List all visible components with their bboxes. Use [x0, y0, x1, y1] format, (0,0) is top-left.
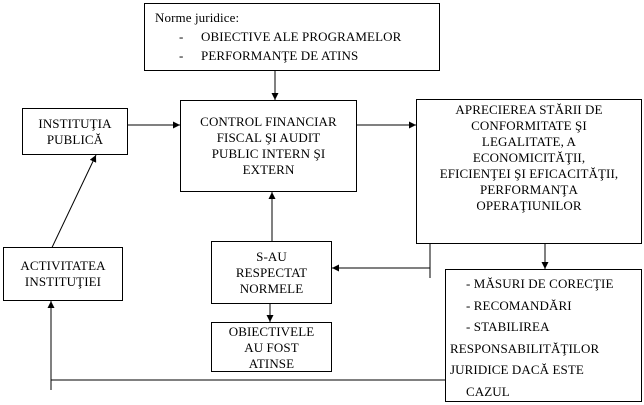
box-text-line: PERFORMANŢA [480, 182, 578, 197]
measures-item: - RECOMANDĂRI [466, 297, 572, 313]
box-text-line: S-AU [256, 248, 287, 264]
measures-item: - STABILIREA [466, 319, 550, 334]
box-text-line: EXTERN [242, 162, 295, 177]
box-text-line: CONFORMITATE ŞI [471, 118, 587, 133]
arrow-activity-to-institution [46, 154, 97, 259]
box-text-line: EFICIENŢEI ŞI EFICACITĂŢII, [439, 166, 619, 181]
box-text-line: ACTIVITATEA [20, 258, 106, 273]
box-text-line: APRECIEREA STĂRII DE [455, 102, 603, 117]
box-text-line: CONTROL FINANCIAR [200, 114, 337, 129]
norms-respected-box: S-AU RESPECTAT NORMELE [211, 241, 332, 304]
box-text-line: RESPECTAT [235, 264, 308, 280]
legal-norms-title: Norme juridice: [155, 10, 240, 25]
measures-item: CAZUL [466, 383, 510, 399]
box-text-line: PUBLIC INTERN ŞI [211, 146, 326, 161]
box-text-line: OPERAŢIUNILOR [476, 198, 582, 213]
public-institution-box: INSTITUŢIA PUBLICĂ [22, 108, 128, 155]
financial-control-box: CONTROL FINANCIAR FISCAL ŞI AUDIT PUBLIC… [180, 100, 357, 192]
box-text-line: ATINSE [248, 356, 295, 371]
assessment-box: APRECIEREA STĂRII DE CONFORMITATE ŞI LEG… [416, 99, 642, 244]
legal-norms-box: Norme juridice: -OBIECTIVE ALE PROGRAMEL… [144, 3, 440, 71]
objectives-achieved-box: OBIECTIVELE AU FOST ATINSE [211, 322, 332, 372]
box-text-line: LEGALITATE, A [481, 134, 577, 149]
box-text-line: INSTITUŢIEI [24, 274, 102, 289]
legal-norms-item: -OBIECTIVE ALE PROGRAMELOR [179, 29, 402, 44]
box-text-line: PUBLICĂ [46, 131, 104, 147]
measures-item: JURIDICE DACĂ ESTE [450, 362, 584, 377]
box-text-line: ECONOMICITĂŢII, [472, 150, 586, 165]
box-text-line: NORMELE [239, 280, 304, 296]
measures-box: - MĂSURI DE CORECŢIE - RECOMANDĂRI - STA… [445, 269, 642, 402]
measures-item: RESPONSABILITĂŢILOR [450, 340, 600, 356]
legal-norms-item: -PERFORMANŢE DE ATINS [179, 48, 359, 63]
institution-activity-box: ACTIVITATEA INSTITUŢIEI [3, 247, 123, 301]
box-text-line: OBIECTIVELE [228, 324, 315, 339]
box-text-line: INSTITUŢIA [38, 115, 112, 131]
box-text-line: FISCAL ŞI AUDIT [216, 130, 321, 145]
measures-item: - MĂSURI DE CORECŢIE [466, 276, 614, 291]
box-text-line: AU FOST [244, 340, 299, 355]
